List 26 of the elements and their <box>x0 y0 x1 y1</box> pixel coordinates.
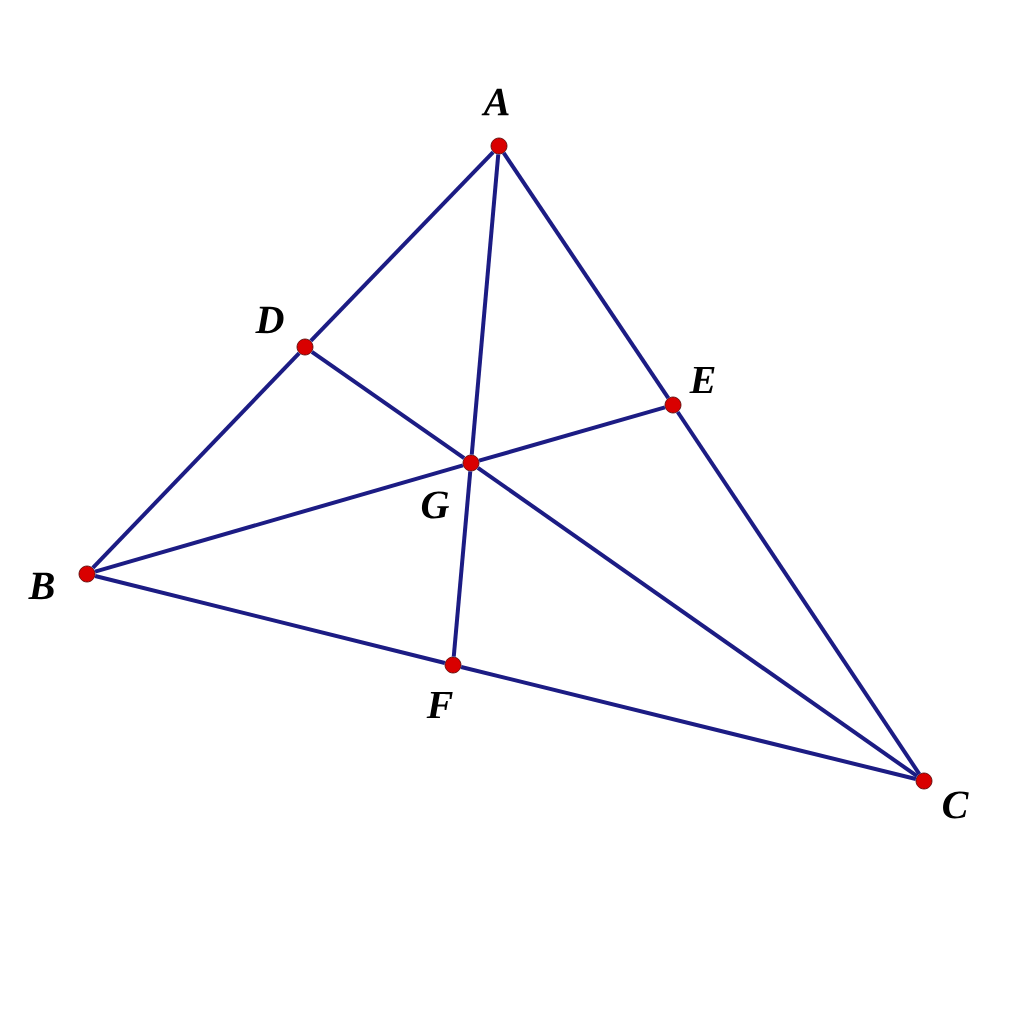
line-segment <box>460 665 917 781</box>
node-label: E <box>689 366 715 394</box>
node-label: B <box>28 572 54 600</box>
point: D <box>255 306 314 356</box>
line-segment <box>469 154 501 455</box>
node-label: C <box>943 791 969 819</box>
point: E <box>664 366 715 414</box>
point: F <box>426 656 462 719</box>
line-segment <box>94 463 464 574</box>
line-segment <box>502 151 670 400</box>
line-segment <box>478 405 666 463</box>
node-label: F <box>426 691 453 719</box>
line-segment <box>91 351 301 570</box>
line-segment <box>309 150 495 343</box>
line-segment <box>310 350 466 460</box>
line-segment <box>94 574 446 665</box>
node-label: A <box>481 88 509 116</box>
node-label: G <box>421 491 449 519</box>
node-label: D <box>255 306 284 334</box>
point: G <box>421 454 480 519</box>
point: B <box>28 565 96 600</box>
point: C <box>915 772 969 819</box>
line-segment <box>451 471 473 657</box>
point: A <box>481 88 509 155</box>
line-segment <box>476 466 919 778</box>
line-segment <box>676 410 921 776</box>
